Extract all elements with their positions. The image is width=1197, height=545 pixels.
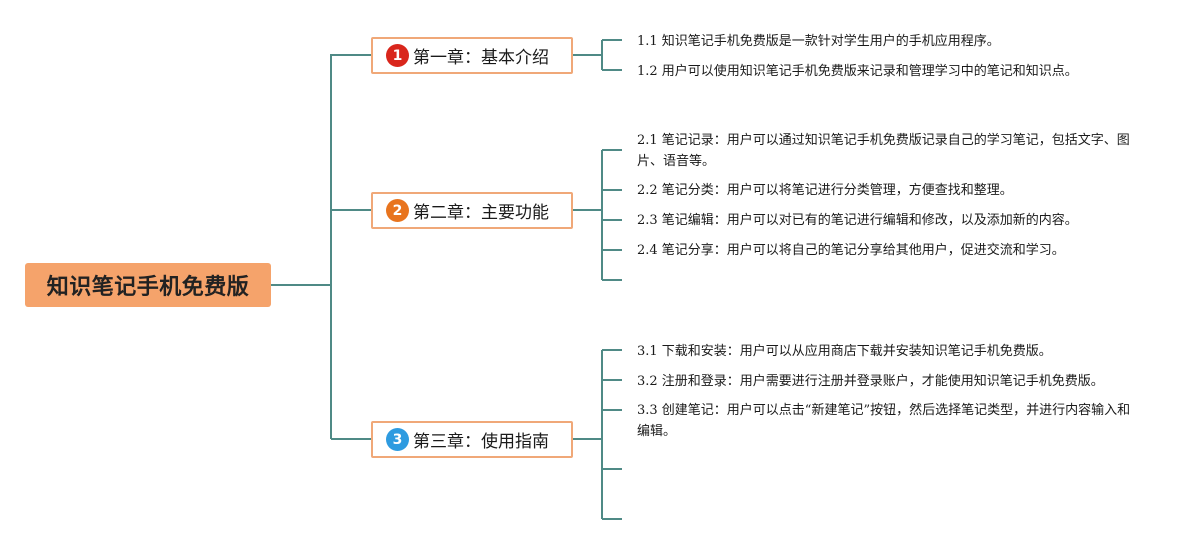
chapter-title-3: 第三章：使用指南	[413, 432, 549, 452]
root-title: 知识笔记手机免费版	[46, 275, 250, 300]
leaf-item[interactable]: 1.1 知识笔记手机免费版是一款针对学生用户的手机应用程序。	[637, 34, 1000, 49]
leaf-item[interactable]: 3.3 创建笔记：用户可以点击“新建笔记”按钮，然后选择笔记类型，并进行内容输入…	[637, 403, 1131, 439]
leaf-item[interactable]: 2.1 笔记记录：用户可以通过知识笔记手机免费版记录自己的学习笔记，包括文字、图…	[637, 133, 1130, 169]
number-badge-2-icon: 2	[386, 199, 409, 222]
chapter-title-2: 第二章：主要功能	[413, 203, 549, 223]
chapter-title-1: 第一章：基本介绍	[413, 48, 549, 68]
leaf-item[interactable]: 3.2 注册和登录：用户需要进行注册并登录账户，才能使用知识笔记手机免费版。	[637, 374, 1104, 389]
root-node[interactable]: 知识笔记手机免费版	[25, 263, 271, 307]
leaf-item[interactable]: 2.4 笔记分享：用户可以将自己的笔记分享给其他用户，促进交流和学习。	[637, 243, 1065, 258]
leaf-item[interactable]: 3.1 下载和安装：用户可以从应用商店下载并安装知识笔记手机免费版。	[637, 344, 1052, 359]
leaf-item[interactable]: 1.2 用户可以使用知识笔记手机免费版来记录和管理学习中的笔记和知识点。	[637, 64, 1078, 79]
number-badge-1-icon: 1	[386, 44, 409, 67]
leaf-item[interactable]: 2.3 笔记编辑：用户可以对已有的笔记进行编辑和修改，以及添加新的内容。	[637, 213, 1078, 228]
chapter-node-1[interactable]: 1 第一章：基本介绍	[371, 37, 573, 74]
chapter-node-3[interactable]: 3 第三章：使用指南	[371, 421, 573, 458]
chapter-node-2[interactable]: 2 第二章：主要功能	[371, 192, 573, 229]
number-badge-3-icon: 3	[386, 428, 409, 451]
leaf-item[interactable]: 2.2 笔记分类：用户可以将笔记进行分类管理，方便查找和整理。	[637, 183, 1013, 198]
